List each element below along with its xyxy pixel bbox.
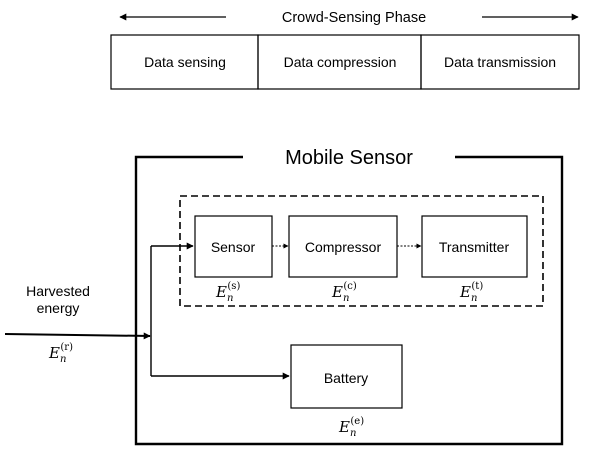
phase-step-data-compression: Data compression xyxy=(284,54,397,70)
harvested-energy-label-line1: Harvested xyxy=(26,283,90,299)
harvested-energy-label-line2: energy xyxy=(37,300,80,316)
transmitter-energy: En(t) xyxy=(459,281,483,304)
battery-label: Battery xyxy=(324,370,368,386)
harvested-energy-symbol: En(r) xyxy=(48,342,73,365)
compressor-label: Compressor xyxy=(305,239,382,255)
phase-title: Crowd-Sensing Phase xyxy=(282,10,426,26)
processing-group-dashed xyxy=(179,195,544,307)
battery-box xyxy=(290,344,403,409)
energy-input-section: Harvested energy En(r) xyxy=(4,242,290,380)
phase-step-data-transmission: Data transmission xyxy=(444,54,556,70)
harvested-energy-arrow xyxy=(4,332,151,340)
mobile-sensor-section: Mobile Sensor Sensor Compressor Transmit… xyxy=(134,147,564,446)
mobile-sensor-title: Mobile Sensor xyxy=(285,147,413,169)
transmitter-label: Transmitter xyxy=(439,239,510,255)
battery-energy: En(e) xyxy=(338,416,364,439)
phase-section: Crowd-Sensing Phase Data sensing Data co… xyxy=(110,10,580,90)
phase-step-box-3 xyxy=(420,34,580,90)
phase-step-data-sensing: Data sensing xyxy=(144,54,226,70)
sensor-label: Sensor xyxy=(211,239,256,255)
sensor-energy: En(s) xyxy=(215,281,240,304)
mobile-sensor-frame xyxy=(134,155,564,446)
compressor-energy: En(c) xyxy=(331,281,357,304)
transmitter-box xyxy=(421,215,528,278)
